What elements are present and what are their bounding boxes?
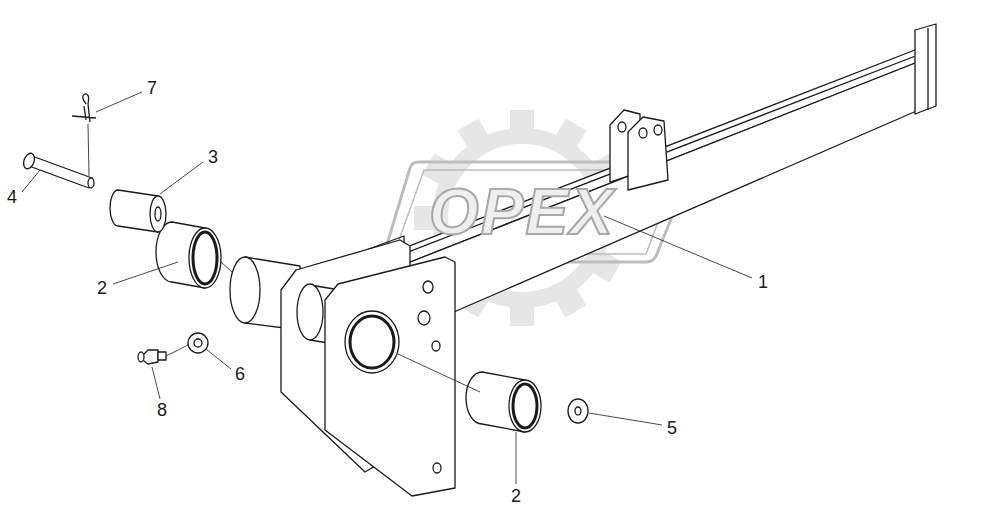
grease-fitting-thread (158, 352, 166, 360)
gear-tooth (510, 110, 534, 134)
leader-line (96, 92, 142, 112)
watermark: OPEX (429, 180, 615, 244)
leader-line (604, 216, 752, 278)
plate-hole (418, 311, 430, 325)
gear-tooth (458, 118, 491, 151)
leader-line (160, 162, 203, 194)
callout-number: 6 (235, 365, 245, 383)
grease-fitting-nipple (138, 352, 144, 362)
washer (188, 333, 208, 353)
front-plate (325, 257, 455, 496)
gear-tooth (510, 302, 534, 326)
spacer-face (150, 196, 166, 232)
bushing-bore (513, 384, 537, 428)
callout-number: 5 (667, 419, 677, 437)
leader-line (152, 367, 160, 399)
callout-number: 3 (208, 148, 218, 166)
plate-hole (423, 281, 433, 293)
lug-hole (654, 125, 662, 135)
beam-front-face (385, 58, 928, 318)
plate-hole (432, 341, 440, 351)
callout-number: 2 (97, 279, 107, 297)
cotter-pin (72, 94, 96, 122)
axis-line (221, 262, 232, 272)
leader-line (113, 262, 178, 284)
leader-line (516, 432, 517, 484)
washer-hole (575, 407, 581, 415)
axis-line (88, 124, 89, 176)
bushing-face (189, 228, 221, 288)
gear-tooth (554, 285, 587, 318)
beam-end-plate (915, 24, 936, 114)
leader-lines (22, 92, 752, 484)
beam-top-face (368, 50, 928, 272)
plate-sleeve-bore (350, 316, 394, 368)
spacer-bore (155, 207, 161, 221)
sleeve-end (297, 284, 323, 340)
pin-end (88, 178, 94, 188)
callout-number: 2 (511, 487, 521, 505)
beam-end-plate-edge (927, 28, 928, 110)
leader-line (206, 349, 231, 369)
callout-number: 7 (147, 79, 157, 97)
axis-line (166, 345, 188, 356)
washer (568, 399, 588, 423)
leader-line (22, 170, 40, 192)
lug-hole (639, 128, 647, 138)
plate-sleeve (345, 311, 399, 373)
callout-number: 8 (157, 401, 167, 419)
pivot-tube-end (230, 257, 260, 323)
axis-line (398, 354, 480, 392)
bushing-bore (193, 232, 217, 284)
callout-number: 1 (758, 273, 768, 291)
plate-hole (433, 463, 441, 473)
washer-hole (194, 339, 202, 347)
beam-edge (372, 55, 918, 266)
gear-tooth (554, 118, 587, 151)
callout-number: 4 (7, 188, 17, 206)
pin-head (22, 152, 37, 170)
lug-plate (628, 117, 668, 190)
bushing-face (509, 380, 541, 432)
lug-hole (618, 122, 626, 132)
leader-line (589, 413, 662, 425)
